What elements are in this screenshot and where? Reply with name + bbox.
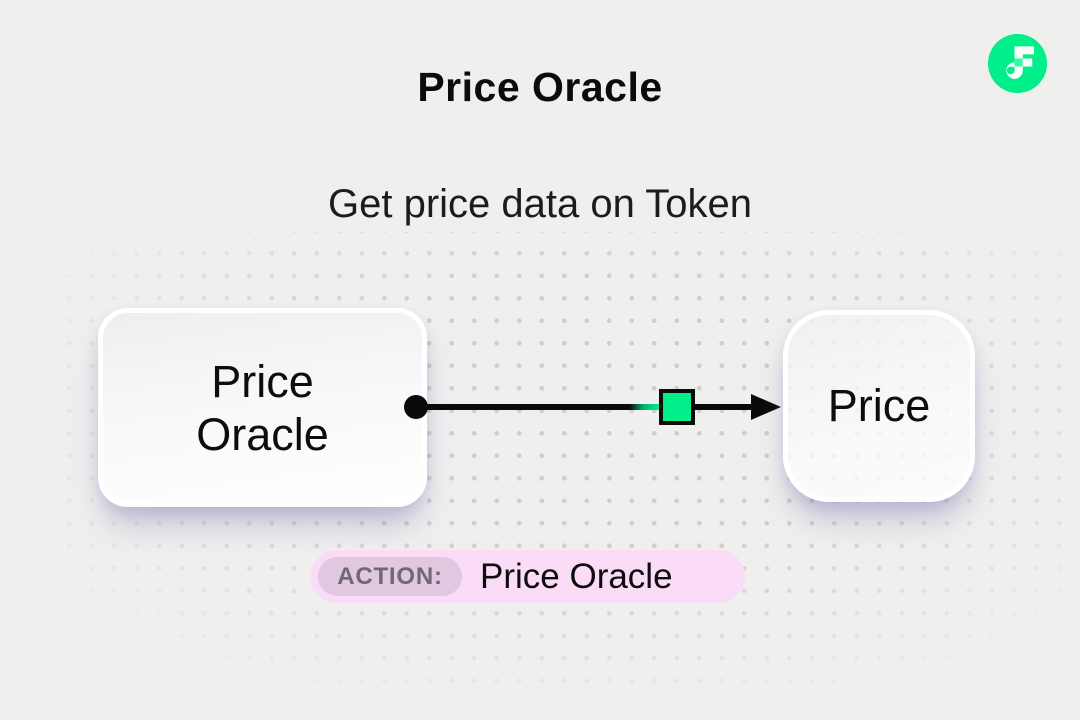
action-bar: ACTION: Price Oracle [310,550,745,603]
action-value: Price Oracle [480,556,673,596]
flow-logo [988,34,1047,93]
flow-logo-icon [988,34,1047,93]
edge-marker-square-icon [659,389,695,425]
action-tag-badge: ACTION: [318,557,462,596]
edge-line [416,404,756,410]
edge-arrowhead-icon [751,394,781,420]
edge-accent-segment [630,404,659,410]
node-price-label: Price [827,380,931,431]
node-price-oracle-label: Price Oracle [196,355,329,460]
node-price: Price [783,310,975,502]
page-title: Price Oracle [417,64,663,110]
page-subtitle: Get price data on Token [328,182,752,226]
node-price-oracle: Price Oracle [98,308,427,507]
